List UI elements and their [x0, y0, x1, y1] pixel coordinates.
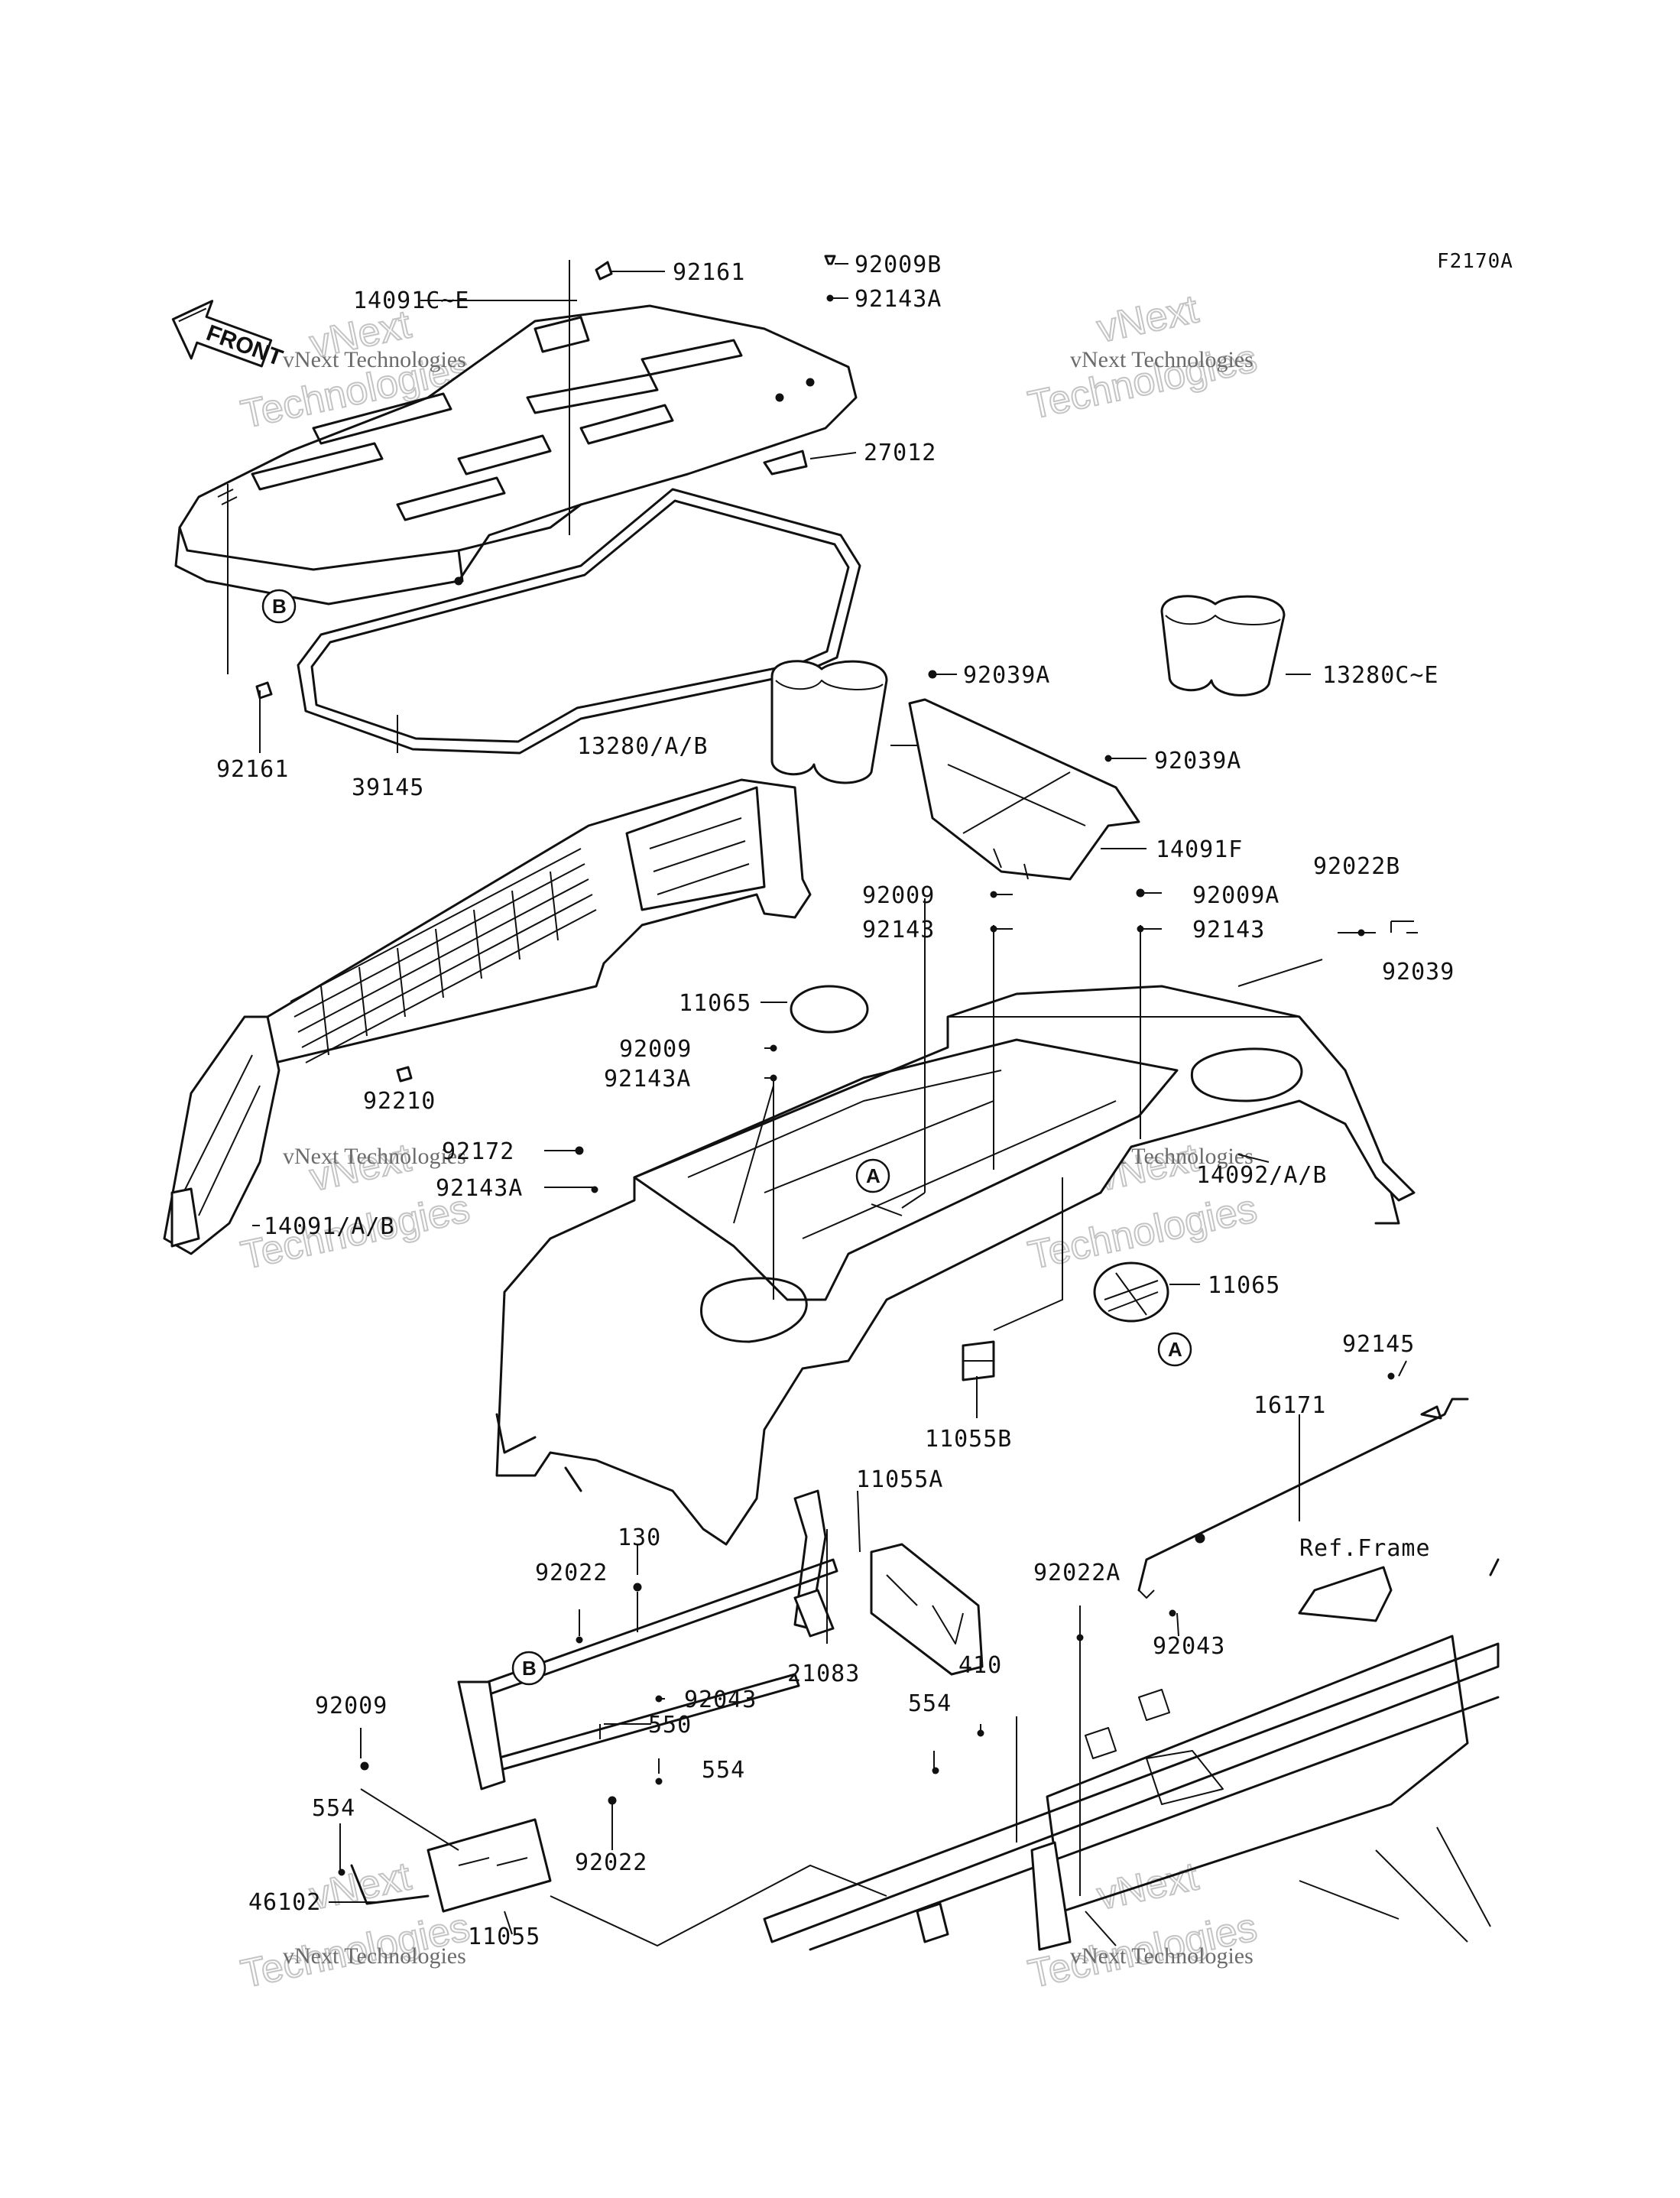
label-27012: 27012: [864, 440, 936, 466]
label-11055a: 11055A: [856, 1466, 943, 1493]
label-92145: 92145: [1342, 1331, 1415, 1358]
watermark-small-2: vNext Technologies: [1070, 347, 1254, 372]
label-13280ce: 13280C~E: [1322, 662, 1439, 689]
label-14091f: 14091F: [1156, 836, 1243, 863]
label-550: 550: [648, 1712, 692, 1739]
label-554-1: 554: [908, 1690, 952, 1717]
bar-assembly-part: [350, 1558, 838, 1913]
watermark-small-6: vNext Technologies: [1070, 1943, 1254, 1969]
label-92022a: 92022A: [1033, 1560, 1121, 1586]
main-body-part: [495, 985, 1416, 1546]
label-92022-2: 92022: [575, 1849, 647, 1876]
label-92143a-low: 92143A: [436, 1175, 523, 1202]
label-92009b: 92009B: [855, 252, 942, 278]
leader-lines: [227, 260, 1418, 1947]
callout-a-disc: A: [1157, 1332, 1192, 1367]
front-label: FRONT: [203, 320, 286, 371]
part-labels: 92161 14091C~E 92009B 92143A 27012 13280…: [216, 252, 1455, 1950]
weather-strip-part: [297, 488, 861, 755]
callout-b-top-label: B: [272, 595, 287, 618]
label-92009a: 92009A: [1192, 882, 1279, 909]
callout-b-bottom: B: [511, 1651, 546, 1686]
ref-frame-label: Ref.Frame: [1299, 1535, 1431, 1562]
watermark-small-1: vNext Technologies: [283, 347, 466, 372]
label-92039a-1: 92039A: [963, 662, 1050, 689]
label-92161-bottom: 92161: [216, 756, 289, 783]
callout-a-body: A: [855, 1158, 890, 1193]
label-92161-top: 92161: [673, 259, 745, 286]
label-92039a-2: 92039A: [1154, 748, 1241, 774]
roof-cover-part: [174, 304, 858, 606]
label-46102: 46102: [248, 1889, 321, 1916]
label-11065-1: 11065: [679, 990, 751, 1017]
watermark-big-6a: vNext: [1093, 1854, 1202, 1918]
label-14091ab: 14091/A/B: [264, 1213, 395, 1240]
label-92009-1: 92009: [862, 882, 935, 909]
label-39145: 39145: [352, 774, 424, 801]
callout-a-disc-label: A: [1168, 1338, 1182, 1361]
callout-b-top: B: [261, 589, 297, 624]
cup-holder-13280ab-part: [770, 660, 888, 784]
label-21083: 21083: [787, 1661, 860, 1687]
label-92143-2: 92143: [1192, 917, 1265, 943]
label-11055b: 11055B: [925, 1426, 1012, 1453]
label-14091ce: 14091C~E: [353, 287, 470, 314]
label-92022-1: 92022: [535, 1560, 608, 1586]
label-92143a-top: 92143A: [855, 286, 942, 313]
tray-14091f-part: [908, 698, 1140, 881]
label-92022b: 92022B: [1313, 853, 1400, 880]
watermark-small-5: vNext Technologies: [283, 1943, 466, 1969]
front-grille-part: [163, 778, 812, 1255]
label-92009-3: 92009: [315, 1693, 388, 1719]
label-554-3: 554: [312, 1795, 355, 1822]
label-92043-2: 92043: [684, 1687, 757, 1713]
cable-16171-part: [1137, 1398, 1469, 1599]
label-11055: 11055: [468, 1924, 540, 1950]
label-92172: 92172: [442, 1138, 514, 1165]
label-410: 410: [958, 1652, 1002, 1679]
label-92009-2: 92009: [619, 1036, 692, 1063]
label-16171: 16171: [1254, 1392, 1326, 1419]
cup-holder-13280ce-part: [1160, 595, 1286, 696]
watermark-big-2a: vNext: [1093, 287, 1202, 351]
callout-a-body-label: A: [866, 1164, 881, 1187]
frame-part: [763, 1558, 1500, 1951]
label-92143-1: 92143: [862, 917, 935, 943]
bar-21083-part: [793, 1489, 835, 1638]
figure-id: F2170A: [1437, 250, 1513, 273]
label-92143a-mid: 92143A: [604, 1066, 691, 1093]
label-14092ab: 14092/A/B: [1196, 1162, 1328, 1189]
front-direction-arrow-icon: FRONT: [171, 300, 286, 371]
label-11065-2: 11065: [1208, 1272, 1280, 1299]
callout-b-bottom-label: B: [522, 1657, 537, 1680]
hardware-marks: [255, 255, 1395, 1876]
label-130: 130: [618, 1524, 661, 1551]
watermark-small-3: vNext Technologies: [283, 1144, 466, 1169]
label-13280ab: 13280/A/B: [577, 733, 709, 760]
label-92039: 92039: [1382, 959, 1455, 985]
label-554-2: 554: [702, 1757, 745, 1784]
bracket-11055a-part: [870, 1543, 984, 1676]
label-92043-1: 92043: [1153, 1633, 1225, 1660]
label-92210: 92210: [363, 1088, 436, 1115]
